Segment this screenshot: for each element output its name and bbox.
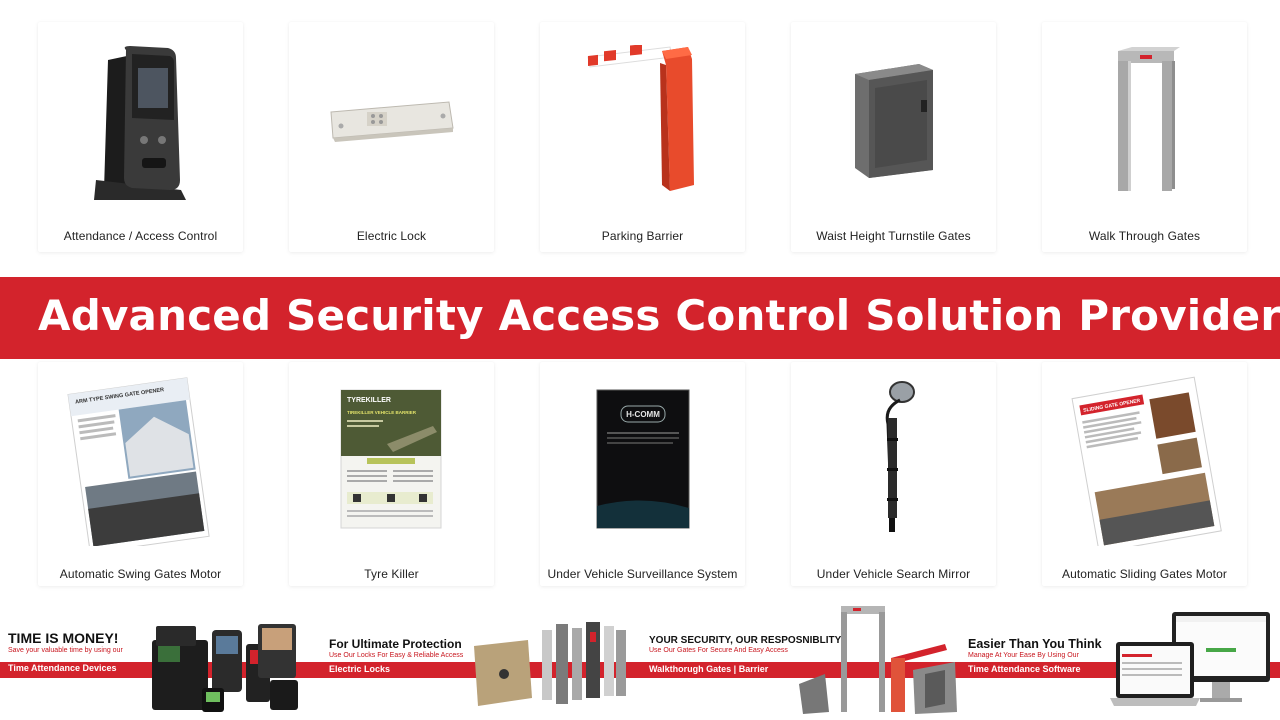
search-mirror-icon	[791, 362, 996, 554]
banner-title: Advanced Security Access Control Solutio…	[38, 291, 1280, 340]
product-card-attendance[interactable]: Attendance / Access Control	[38, 22, 243, 252]
electric-lock-icon	[289, 22, 494, 217]
promo-walkthrough-gates[interactable]: YOUR SECURITY, OUR RESPOSNIBLITY! Use Ou…	[649, 635, 845, 674]
promo-time-attendance[interactable]: TIME IS MONEY! Save your valuable time b…	[8, 630, 123, 673]
promo-electric-locks[interactable]: For Ultimate Protection Use Our Locks Fo…	[329, 637, 464, 674]
promo-subtext: Save your valuable time by using our	[8, 647, 123, 654]
product-label: Electric Lock	[356, 229, 427, 243]
product-label: Automatic Swing Gates Motor	[59, 567, 222, 581]
product-card-electric-lock[interactable]: Electric Lock	[289, 22, 494, 252]
product-label: Automatic Sliding Gates Motor	[1062, 567, 1227, 581]
promo-subtext: Manage At Your Ease By Using Our	[968, 652, 1079, 659]
product-label: Under Vehicle Search Mirror	[816, 567, 971, 581]
swing-gate-brochure-icon: ARM TYPE SWING GATE OPENER	[38, 362, 243, 554]
promo-attendance-software[interactable]: Easier Than You Think Manage At Your Eas…	[968, 637, 1102, 674]
promo-strip: TIME IS MONEY! Save your valuable time b…	[0, 600, 1280, 720]
brochure-brand: H-COMM	[626, 410, 660, 419]
turnstile-icon	[791, 22, 996, 217]
promo-tag: Electric Locks	[329, 664, 391, 674]
uvss-brochure-icon: H-COMM	[540, 362, 745, 554]
tyre-killer-brochure-icon: TYREKILLER TIREKILLER VEHICLE BARRIER	[289, 362, 494, 554]
brochure-title: TIREKILLER VEHICLE BARRIER	[347, 410, 417, 415]
product-label: Walk Through Gates	[1088, 229, 1201, 243]
biometric-terminal-icon	[38, 22, 243, 217]
brochure-brand: TYREKILLER	[347, 397, 391, 404]
promo-headline: Easier Than You Think	[968, 637, 1102, 651]
sliding-gate-brochure-icon: SLIDING GATE OPENER	[1042, 362, 1247, 554]
product-card-tyre-killer[interactable]: TYREKILLER TIREKILLER VEHICLE BARRIER Ty…	[289, 362, 494, 586]
electric-locks-icon	[474, 622, 626, 706]
walkthrough-gate-icon	[1042, 22, 1247, 217]
parking-barrier-icon	[540, 22, 745, 217]
product-label: Tyre Killer	[364, 567, 419, 581]
promo-tag: Walkthorugh Gates | Barrier	[649, 664, 769, 674]
product-card-turnstile[interactable]: Waist Height Turnstile Gates	[791, 22, 996, 252]
attendance-devices-icon	[152, 624, 298, 712]
product-grid-top: Attendance / Access Control Electric Loc…	[0, 22, 1280, 254]
promo-tag: Time Attendance Software	[968, 664, 1081, 674]
promo-red-band	[0, 662, 1280, 678]
promo-headline: YOUR SECURITY, OUR RESPOSNIBLITY!	[649, 635, 845, 646]
product-card-sliding-gate[interactable]: SLIDING GATE OPENER Automatic Sliding Ga…	[1042, 362, 1247, 586]
product-label: Under Vehicle Surveillance System	[547, 567, 738, 581]
software-devices-icon	[1110, 612, 1270, 706]
promo-tag: Time Attendance Devices	[8, 663, 117, 673]
gates-barriers-icon	[799, 606, 957, 714]
product-card-swing-gate[interactable]: ARM TYPE SWING GATE OPENER Automatic Swi…	[38, 362, 243, 586]
product-card-uvss[interactable]: H-COMM Under Vehicle Surveillance System	[540, 362, 745, 586]
hero-banner: Advanced Security Access Control Solutio…	[0, 277, 1280, 359]
promo-subtext: Use Our Gates For Secure And Easy Access	[649, 647, 788, 654]
product-card-search-mirror[interactable]: Under Vehicle Search Mirror	[791, 362, 996, 586]
promo-headline: TIME IS MONEY!	[8, 630, 119, 646]
product-card-walkthrough[interactable]: Walk Through Gates	[1042, 22, 1247, 252]
product-card-parking-barrier[interactable]: Parking Barrier	[540, 22, 745, 252]
product-grid-bottom: ARM TYPE SWING GATE OPENER Automatic Swi…	[0, 362, 1280, 592]
product-label: Attendance / Access Control	[63, 229, 218, 243]
promo-subtext: Use Our Locks For Easy & Reliable Access	[329, 652, 464, 659]
product-label: Waist Height Turnstile Gates	[816, 229, 971, 243]
product-label: Parking Barrier	[601, 229, 684, 243]
promo-headline: For Ultimate Protection	[329, 637, 462, 651]
